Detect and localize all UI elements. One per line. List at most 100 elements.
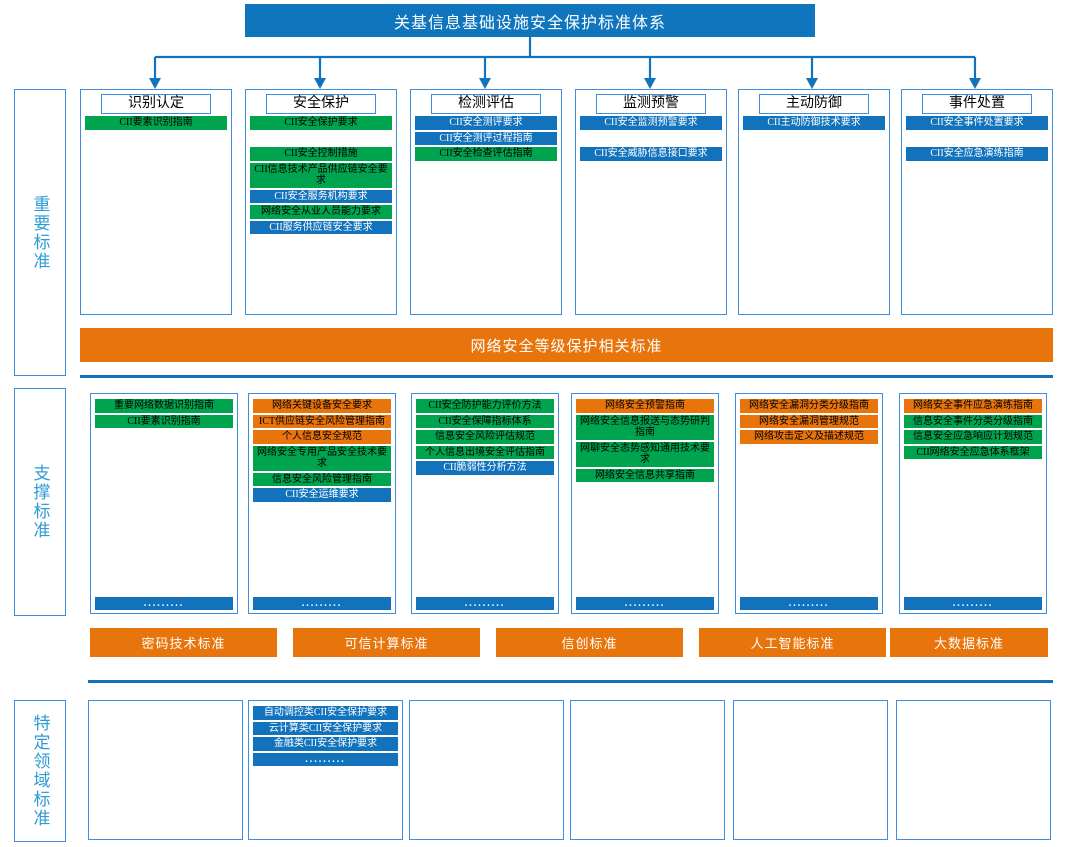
list-item[interactable]: 网络安全预警指南 (576, 399, 714, 413)
list-item[interactable]: CII安全测评过程指南 (415, 131, 557, 145)
section-label-domain: 特定领域标准 (14, 700, 66, 842)
panel-head-identification: 识别认定 (101, 94, 211, 114)
panel-domain-1[interactable] (88, 700, 243, 840)
list-item-more[interactable]: ......... (576, 597, 714, 610)
panel-head-assessment: 检测评估 (431, 94, 541, 114)
list-item[interactable]: 重要网络数据识别指南 (95, 399, 233, 413)
list-item[interactable]: CII安全检查评估指南 (415, 147, 557, 161)
panel-head-active-defense: 主动防御 (759, 94, 869, 114)
divider-rule-top (80, 375, 1053, 378)
list-item-more[interactable]: ......... (904, 597, 1042, 610)
section-label-support-text: 支撑标准 (30, 464, 50, 540)
list-item[interactable]: 信息安全风险评估规范 (416, 430, 554, 444)
list-item[interactable]: ICT供应链安全风险管理指南 (253, 414, 391, 428)
divider-rule-bottom (88, 680, 1053, 683)
panel-support-evaluation[interactable]: CII安全防护能力评价方法 CII安全保障指标体系 信息安全风险评估规范 个人信… (411, 393, 559, 614)
chip-trusted-computing[interactable]: 可信计算标准 (293, 628, 480, 657)
list-item[interactable]: CII主动防御技术要求 (743, 116, 885, 130)
list-item[interactable]: 个人信息出境安全评估指南 (416, 445, 554, 459)
list-item[interactable]: CII安全运维要求 (253, 488, 391, 502)
panel-domain-4[interactable] (570, 700, 725, 840)
connector-arrows (149, 37, 981, 89)
panel-items-domain-2: 自动调控类CII安全保护要求 云计算类CII安全保护要求 金融类CII安全保护要… (249, 701, 402, 770)
list-item[interactable]: CII脆弱性分析方法 (416, 461, 554, 475)
panel-head-protection: 安全保护 (266, 94, 376, 114)
list-item[interactable]: 自动调控类CII安全保护要求 (253, 706, 398, 720)
panel-domain-6[interactable] (896, 700, 1051, 840)
list-item[interactable]: 网络安全信息共享指南 (576, 468, 714, 482)
list-item[interactable]: CII安全威胁信息接口要求 (580, 147, 722, 161)
list-item[interactable]: CII要素识别指南 (95, 414, 233, 428)
list-item[interactable]: CII安全防护能力评价方法 (416, 399, 554, 413)
list-item-more[interactable]: ......... (416, 597, 554, 610)
list-item[interactable]: 云计算类CII安全保护要求 (253, 721, 398, 735)
list-item-spacer (580, 132, 722, 146)
panel-protection[interactable]: 安全保护 CII安全保护要求 CII安全控制措施 CII信息技术产品供应链安全要… (245, 89, 397, 315)
page-title: 关基信息基础设施安全保护标准体系 (245, 4, 815, 37)
panel-items-identification: CII要素识别指南 (81, 116, 231, 134)
section-label-support: 支撑标准 (14, 388, 66, 616)
list-item[interactable]: 信息安全应急响应计划规范 (904, 430, 1042, 444)
list-item[interactable]: 网络安全漏洞分类分级指南 (740, 399, 878, 413)
panel-domain-5[interactable] (733, 700, 888, 840)
panel-head-incident-handling: 事件处置 (922, 94, 1032, 114)
list-item[interactable]: 网络安全信息报送与态势研判指南 (576, 414, 714, 440)
list-item[interactable]: CII安全服务机构要求 (250, 189, 392, 203)
list-item[interactable]: CII安全控制措施 (250, 147, 392, 161)
list-item[interactable]: CII安全事件处置要求 (906, 116, 1048, 130)
list-item[interactable]: CII安全监测预警要求 (580, 116, 722, 130)
list-item-more[interactable]: ......... (95, 597, 233, 610)
panel-monitoring[interactable]: 监测预警 CII安全监测预警要求 CII安全威胁信息接口要求 (575, 89, 727, 315)
list-item[interactable]: 网络安全从业人员能力要求 (250, 205, 392, 219)
panel-support-warning[interactable]: 网络安全预警指南 网络安全信息报送与态势研判指南 网聊安全态势感知通用技术要求 … (571, 393, 719, 614)
panel-incident-handling[interactable]: 事件处置 CII安全事件处置要求 CII安全应急演练指南 (901, 89, 1053, 315)
list-item[interactable]: CII信息技术产品供应链安全要求 (250, 162, 392, 188)
panel-support-emergency[interactable]: 网络安全事件应急演练指南 信息安全事件分类分级指南 信息安全应急响应计划规范 C… (899, 393, 1047, 614)
panel-items-active-defense: CII主动防御技术要求 (739, 116, 889, 134)
list-item[interactable]: 网络安全漏洞管理规范 (740, 414, 878, 428)
list-item[interactable]: CII安全应急演练指南 (906, 147, 1048, 161)
list-item[interactable]: CII安全保护要求 (250, 116, 392, 130)
list-item[interactable]: 网络安全事件应急演练指南 (904, 399, 1042, 413)
list-item[interactable]: CII网络安全应急体系框架 (904, 445, 1042, 459)
chip-xinchuang[interactable]: 信创标准 (496, 628, 683, 657)
list-item-more[interactable]: ......... (253, 752, 398, 766)
panel-active-defense[interactable]: 主动防御 CII主动防御技术要求 (738, 89, 890, 315)
panel-items-protection: CII安全保护要求 CII安全控制措施 CII信息技术产品供应链安全要求 CII… (246, 116, 396, 238)
chip-bigdata-standards[interactable]: 大数据标准 (890, 628, 1048, 657)
panel-domain-2[interactable]: 自动调控类CII安全保护要求 云计算类CII安全保护要求 金融类CII安全保护要… (248, 700, 403, 840)
section-label-important-text: 重要标准 (30, 194, 50, 271)
section-label-important: 重要标准 (14, 89, 66, 376)
list-item[interactable]: 网络攻击定义及描述规范 (740, 430, 878, 444)
list-item[interactable]: CII安全保障指标体系 (416, 414, 554, 428)
panel-items-support-vulnerability: 网络安全漏洞分类分级指南 网络安全漏洞管理规范 网络攻击定义及描述规范 (736, 394, 882, 448)
panel-head-monitoring: 监测预警 (596, 94, 706, 114)
panel-items-support-emergency: 网络安全事件应急演练指南 信息安全事件分类分级指南 信息安全应急响应计划规范 C… (900, 394, 1046, 463)
panel-support-identification[interactable]: 重要网络数据识别指南 CII要素识别指南 ......... (90, 393, 238, 614)
list-item[interactable]: 金融类CII安全保护要求 (253, 737, 398, 751)
mlps-banner[interactable]: 网络安全等级保护相关标准 (80, 328, 1053, 362)
panel-items-support-warning: 网络安全预警指南 网络安全信息报送与态势研判指南 网聊安全态势感知通用技术要求 … (572, 394, 718, 486)
list-item[interactable]: CII服务供应链安全要求 (250, 220, 392, 234)
list-item[interactable]: 网络关键设备安全要求 (253, 399, 391, 413)
chip-crypto-standards[interactable]: 密码技术标准 (90, 628, 277, 657)
panel-support-supplychain[interactable]: 网络关键设备安全要求 ICT供应链安全风险管理指南 个人信息安全规范 网络安全专… (248, 393, 396, 614)
panel-domain-3[interactable] (409, 700, 564, 840)
list-item[interactable]: CII安全测评要求 (415, 116, 557, 130)
panel-support-vulnerability[interactable]: 网络安全漏洞分类分级指南 网络安全漏洞管理规范 网络攻击定义及描述规范 ....… (735, 393, 883, 614)
chip-ai-standards[interactable]: 人工智能标准 (699, 628, 886, 657)
panel-items-support-evaluation: CII安全防护能力评价方法 CII安全保障指标体系 信息安全风险评估规范 个人信… (412, 394, 558, 479)
panel-items-support-identification: 重要网络数据识别指南 CII要素识别指南 (91, 394, 237, 432)
list-item[interactable]: 信息安全风险管理指南 (253, 472, 391, 486)
list-item[interactable]: 网聊安全态势感知通用技术要求 (576, 441, 714, 467)
panel-identification[interactable]: 识别认定 CII要素识别指南 (80, 89, 232, 315)
panel-assessment[interactable]: 检测评估 CII安全测评要求 CII安全测评过程指南 CII安全检查评估指南 (410, 89, 562, 315)
panel-items-support-supplychain: 网络关键设备安全要求 ICT供应链安全风险管理指南 个人信息安全规范 网络安全专… (249, 394, 395, 506)
list-item[interactable]: 信息安全事件分类分级指南 (904, 414, 1042, 428)
list-item-more[interactable]: ......... (740, 597, 878, 610)
list-item[interactable]: CII要素识别指南 (85, 116, 227, 130)
list-item[interactable]: 个人信息安全规范 (253, 430, 391, 444)
list-item[interactable]: 网络安全专用产品安全技术要求 (253, 445, 391, 471)
section-label-domain-text: 特定领域标准 (30, 714, 50, 828)
list-item-more[interactable]: ......... (253, 597, 391, 610)
